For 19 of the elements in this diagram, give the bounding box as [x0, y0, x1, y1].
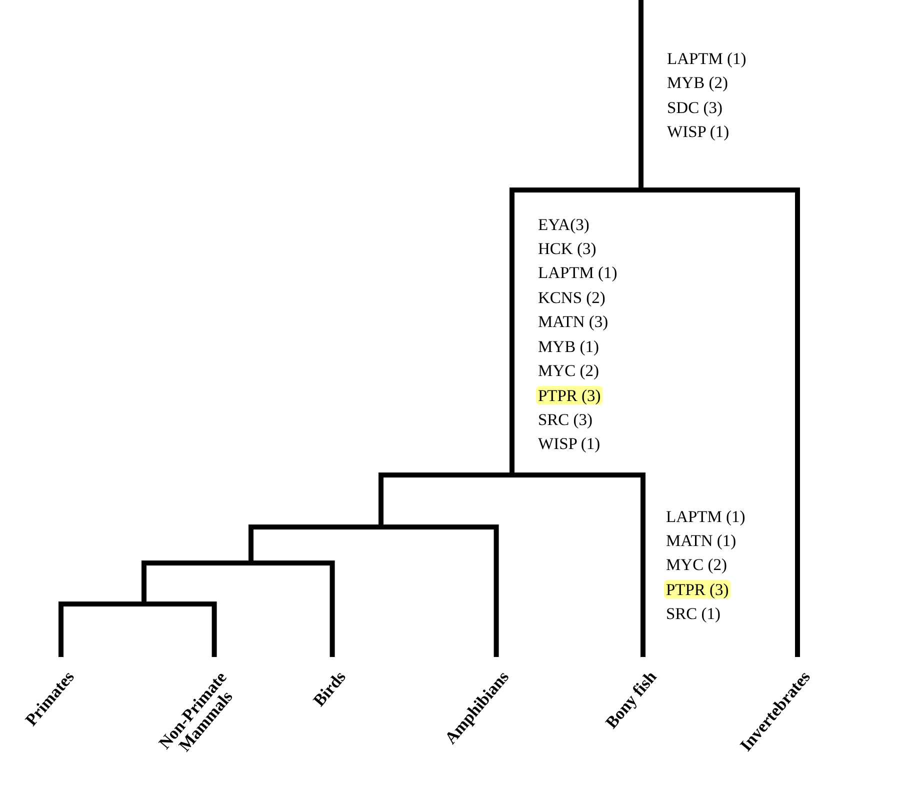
gene-label: SRC (3) [538, 410, 593, 428]
gene-label: HCK (3) [538, 239, 596, 258]
gene-label: MATN (3) [538, 312, 608, 330]
gene-label: MYC (2) [666, 555, 727, 574]
gene-label: MATN (1) [666, 530, 736, 550]
gene-label: LAPTM (1) [666, 506, 746, 526]
highlighted-gene-label: PTPR (3) [536, 386, 603, 404]
gene-label: WISP (1) [538, 434, 600, 453]
highlighted-gene-label: PTPR (3) [664, 580, 731, 598]
gene-label: LAPTM (1) [667, 48, 746, 68]
gene-label: WISP (1) [667, 122, 730, 140]
gene-label: MYB (2) [667, 73, 728, 92]
gene-label: LAPTM (1) [538, 263, 618, 282]
gene-label: KCNS (2) [538, 288, 606, 306]
gene-label: MYB (1) [538, 336, 599, 356]
gene-label: SDC (3) [667, 98, 722, 116]
gene-label: SRC (1) [666, 604, 721, 622]
gene-label: MYC (2) [538, 360, 599, 380]
gene-label: EYA(3) [538, 214, 590, 234]
